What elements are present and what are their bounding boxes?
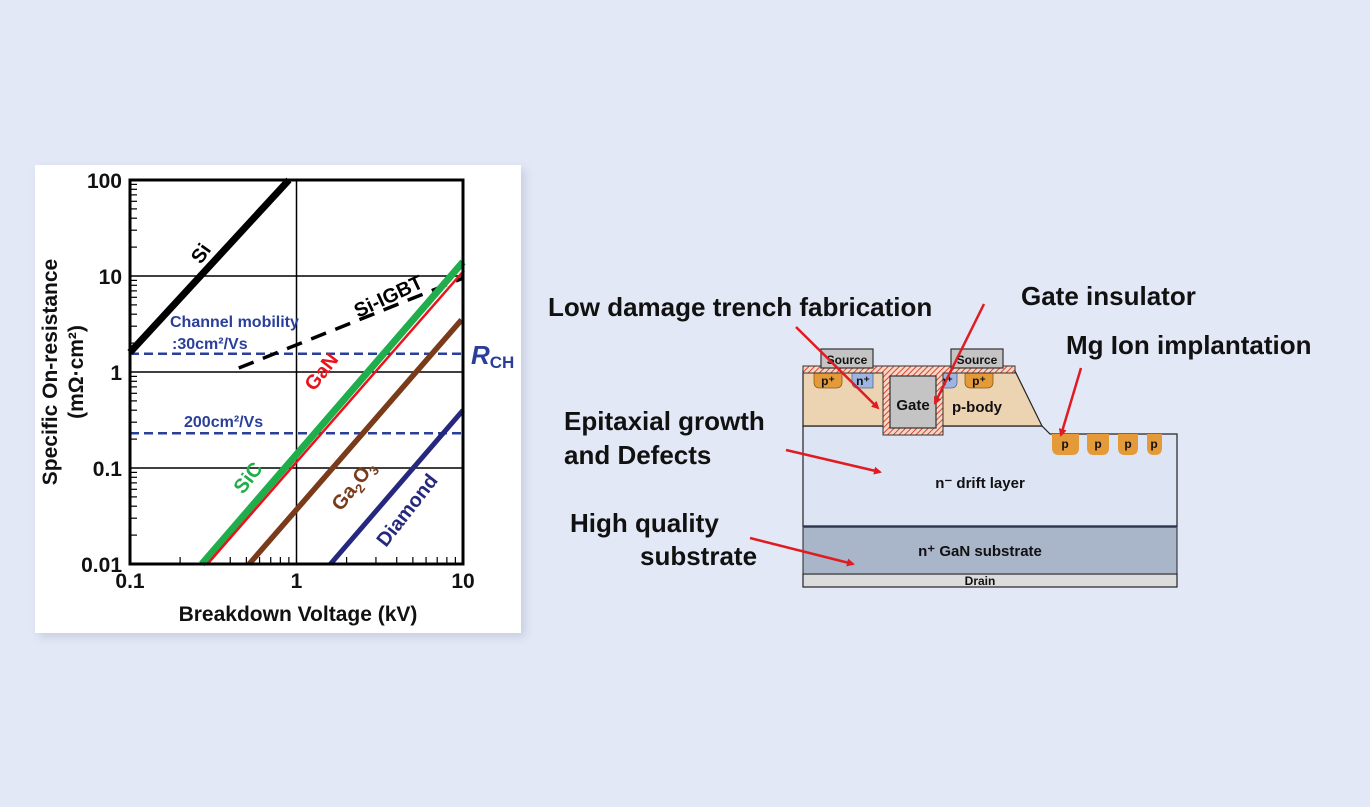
source-right-label: Source bbox=[957, 353, 998, 367]
drift-label: n⁻ drift layer bbox=[935, 475, 1025, 492]
p-body-label: p-body bbox=[952, 399, 1003, 416]
y-tick-label: 1 bbox=[110, 362, 122, 385]
label-200cm2vs: 200cm²/Vs bbox=[184, 414, 263, 431]
series-line-sic bbox=[199, 259, 466, 567]
gate-electrode bbox=[889, 375, 937, 429]
series-line-si bbox=[127, 177, 292, 355]
p-implant-label: p bbox=[1150, 437, 1157, 451]
callout-substrate-line1: High quality bbox=[570, 508, 719, 538]
callout-trench-fabrication: Low damage trench fabrication bbox=[548, 292, 932, 322]
callout-epitaxial-line1: Epitaxial growth bbox=[564, 406, 765, 436]
p-implant-label: p bbox=[1124, 437, 1131, 451]
y-tick-label: 0.01 bbox=[81, 554, 122, 577]
arrow-mg-ion bbox=[1058, 367, 1083, 437]
callout-gate-insulator: Gate insulator bbox=[1021, 281, 1196, 311]
drain-label: Drain bbox=[965, 574, 996, 588]
gridlines bbox=[130, 180, 463, 564]
series-line-ga2o3 bbox=[247, 317, 464, 566]
y-axis-title-line2: (mΩ·cm²) bbox=[65, 325, 88, 419]
arrow-substrate bbox=[749, 536, 855, 567]
source-left-label: Source bbox=[827, 353, 868, 367]
substrate-layer bbox=[802, 525, 1178, 575]
y-tick-label: 10 bbox=[99, 266, 122, 289]
callout-epitaxial-line2: and Defects bbox=[564, 440, 711, 470]
callout-mg-ion-implantation: Mg Ion implantation bbox=[1066, 330, 1312, 360]
gate-label: Gate bbox=[896, 397, 929, 414]
y-tick-label: 0.1 bbox=[93, 458, 123, 481]
plot-frame bbox=[128, 178, 465, 566]
x-tick-label: 0.1 bbox=[115, 570, 145, 593]
n-plus-left-label: n⁺ bbox=[856, 374, 870, 388]
series-line-si-igbt bbox=[238, 276, 464, 370]
label-diamond: Diamond bbox=[373, 470, 443, 551]
p-implant-label: p bbox=[1061, 437, 1068, 451]
device-cross-section-diagram: Drain n⁺ GaN substrate n⁻ drift layer p-… bbox=[548, 281, 1312, 588]
p-plus-right-label: p⁺ bbox=[972, 374, 986, 388]
p-plus-left bbox=[813, 372, 843, 389]
p-plus-right bbox=[964, 372, 994, 389]
p-plus-left-label: p⁺ bbox=[821, 374, 835, 388]
substrate-label: n⁺ GaN substrate bbox=[918, 543, 1042, 560]
arrow-gate-insulator bbox=[933, 303, 986, 405]
arrow-trench bbox=[795, 326, 880, 410]
y-axis-title-line1: Specific On-resistance bbox=[39, 259, 62, 485]
callout-substrate-line2: substrate bbox=[640, 541, 757, 571]
source-right bbox=[950, 348, 1004, 369]
p-implant-regions: p p p p bbox=[1052, 434, 1162, 455]
series-lines bbox=[127, 177, 466, 567]
series-line-gan bbox=[206, 269, 465, 565]
label-channel-mobility: Channel mobility bbox=[170, 314, 299, 331]
p-implant-label: p bbox=[1094, 437, 1101, 451]
series-line-diamond bbox=[328, 408, 465, 566]
label-rch: RCH bbox=[471, 340, 514, 372]
x-tick-label: 10 bbox=[451, 570, 474, 593]
x-axis-title: Breakdown Voltage (kV) bbox=[179, 603, 418, 626]
x-tick-label: 1 bbox=[291, 570, 303, 593]
reference-lines bbox=[130, 352, 461, 435]
label-30cm2vs: :30cm²/Vs bbox=[172, 336, 248, 353]
arrow-epitaxial bbox=[785, 448, 882, 475]
y-tick-label: 100 bbox=[87, 170, 122, 193]
